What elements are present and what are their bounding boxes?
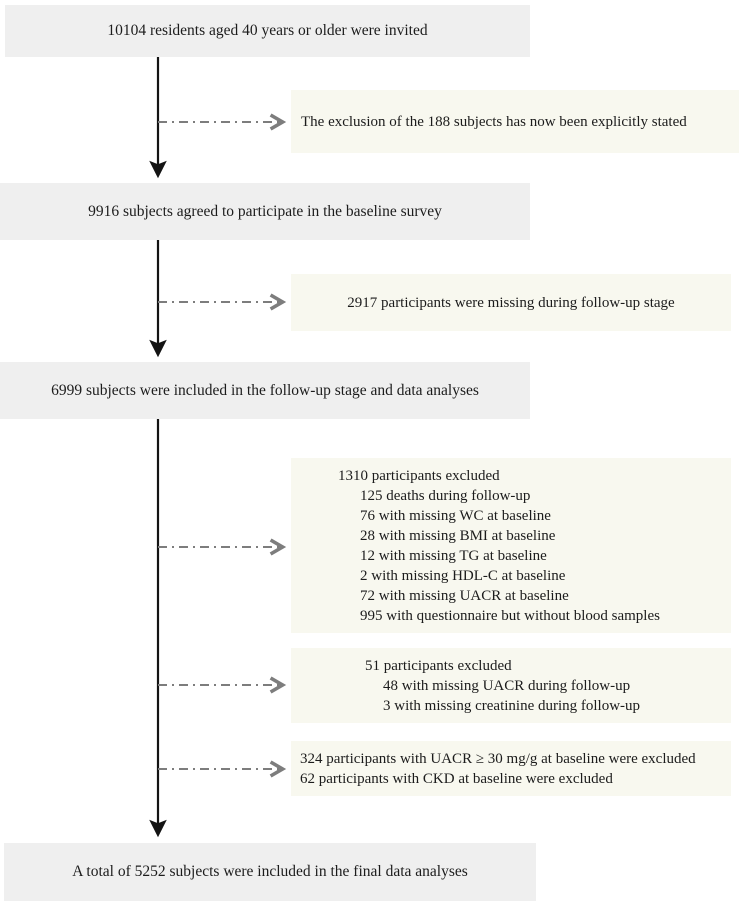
excluded-1310-item: 72 with missing UACR at baseline (360, 588, 569, 604)
flow-box-baseline-text: 9916 subjects agreed to participate in t… (88, 202, 442, 220)
excluded-1310-item: 28 with missing BMI at baseline (360, 528, 556, 544)
flow-box-final: A total of 5252 subjects were included i… (4, 843, 536, 901)
excluded-uacr-line: 324 participants with UACR ≥ 30 mg/g at … (300, 750, 696, 767)
excluded-1310-item: 2 with missing HDL-C at baseline (360, 568, 566, 584)
side-box-missing-followup: 2917 participants were missing during fo… (291, 274, 731, 331)
flow-box-final-text: A total of 5252 subjects were included i… (72, 863, 468, 880)
excluded-1310-item: 12 with missing TG at baseline (360, 548, 547, 564)
excluded-51-item: 48 with missing UACR during follow-up (383, 678, 631, 694)
flow-box-baseline: 9916 subjects agreed to participate in t… (0, 183, 530, 240)
flow-box-followup-text: 6999 subjects were included in the follo… (51, 381, 479, 399)
excluded-ckd-line: 62 participants with CKD at baseline wer… (300, 770, 613, 787)
excluded-1310-item: 995 with questionnaire but without blood… (360, 608, 660, 624)
flow-box-followup: 6999 subjects were included in the follo… (0, 362, 530, 419)
side-box-excluded-uacr-ckd: 324 participants with UACR ≥ 30 mg/g at … (291, 741, 731, 796)
side-box-exclusion-note-text: The exclusion of the 188 subjects has no… (301, 113, 687, 130)
side-box-excluded-1310: 1310 participants excluded 125 deaths du… (291, 458, 731, 633)
side-box-exclusion-note: The exclusion of the 188 subjects has no… (291, 90, 739, 153)
excluded-51-header: 51 participants excluded (365, 658, 512, 674)
flow-box-invited-text: 10104 residents aged 40 years or older w… (107, 22, 428, 39)
side-box-excluded-51: 51 participants excluded 48 with missing… (291, 648, 731, 723)
excluded-1310-item: 125 deaths during follow-up (360, 488, 531, 504)
excluded-51-item: 3 with missing creatinine during follow-… (383, 698, 641, 714)
excluded-1310-item: 76 with missing WC at baseline (360, 508, 551, 524)
flow-box-invited: 10104 residents aged 40 years or older w… (5, 5, 530, 57)
excluded-1310-header: 1310 participants excluded (338, 468, 500, 484)
side-box-missing-followup-text: 2917 participants were missing during fo… (347, 294, 675, 311)
